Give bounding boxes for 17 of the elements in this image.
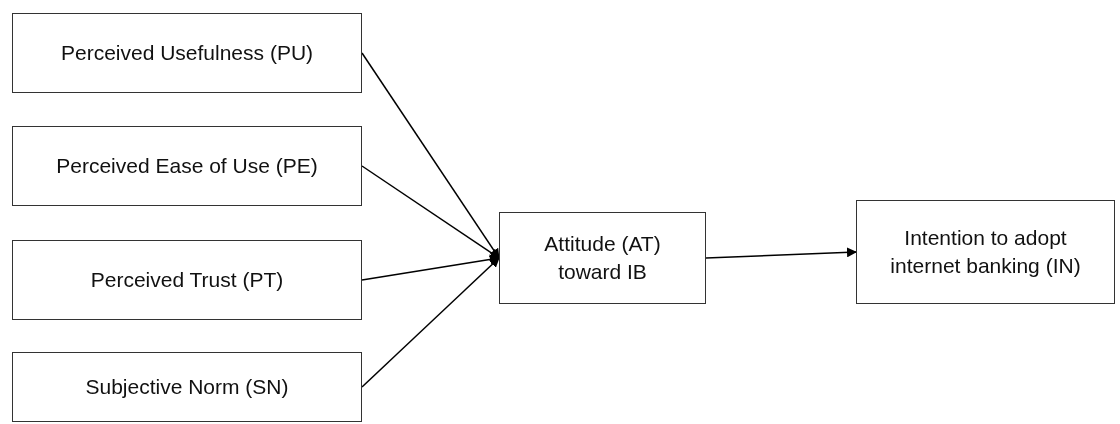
- box-label: Intention to adopt internet banking (IN): [889, 224, 1082, 279]
- process-box: [12, 126, 362, 206]
- process-box: [499, 212, 706, 304]
- box-label: Perceived Usefulness (PU): [60, 39, 314, 66]
- arrow: [361, 165, 500, 259]
- arrow: [361, 52, 500, 259]
- arrow: [361, 254, 500, 281]
- box-label: Attitude (AT) toward IB: [543, 230, 662, 285]
- arrow: [705, 247, 857, 259]
- process-box: [856, 200, 1115, 304]
- box-label: Perceived Ease of Use (PE): [56, 152, 318, 179]
- process-box: [12, 352, 362, 422]
- process-box: [12, 240, 362, 320]
- process-box: [12, 13, 362, 93]
- box-label: Subjective Norm (SN): [85, 373, 289, 400]
- box-label: Perceived Trust (PT): [90, 266, 284, 293]
- arrow: [361, 257, 500, 388]
